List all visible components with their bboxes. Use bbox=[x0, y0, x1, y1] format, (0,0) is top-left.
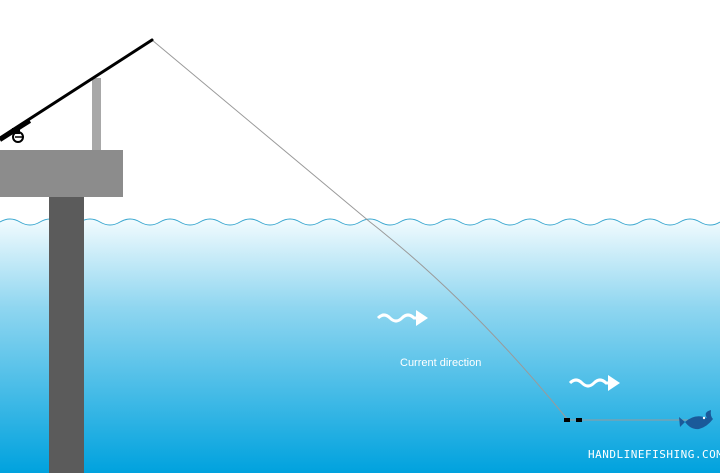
rod-rest-pole bbox=[92, 78, 101, 150]
water bbox=[0, 219, 720, 473]
pier-deck bbox=[0, 150, 123, 197]
current-arrow-icon bbox=[568, 375, 620, 391]
current-arrow-icon bbox=[376, 310, 428, 326]
current-direction-label: Current direction bbox=[400, 357, 481, 369]
pier-post bbox=[49, 196, 84, 473]
fish-icon bbox=[679, 410, 713, 430]
fishing-line bbox=[151, 39, 700, 421]
fishing-reel-icon bbox=[12, 128, 24, 143]
watermark: HANDLINEFISHING.COM bbox=[588, 448, 720, 461]
water-surface-line bbox=[0, 218, 720, 226]
sinker-icon bbox=[564, 418, 582, 422]
